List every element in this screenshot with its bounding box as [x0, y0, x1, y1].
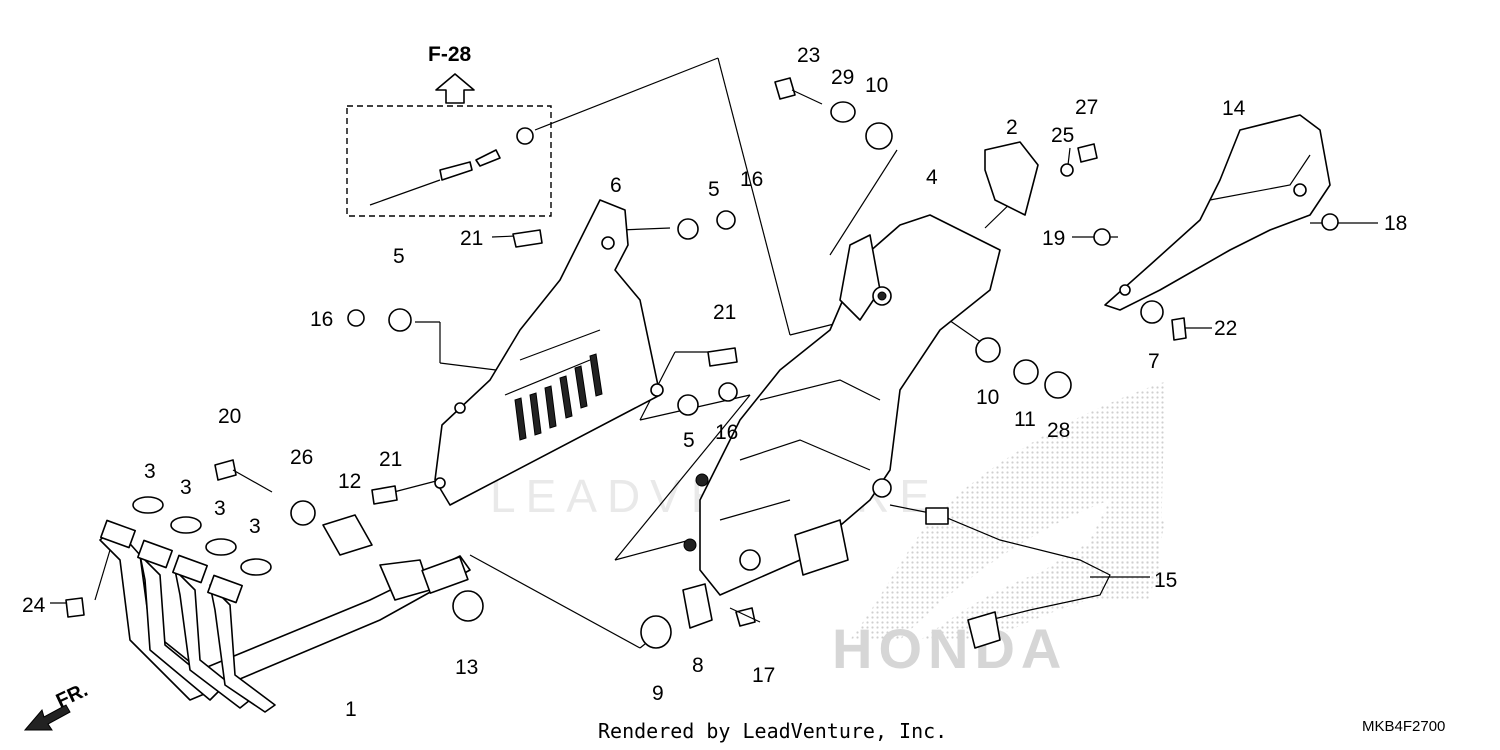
callout-2: 2	[1006, 116, 1018, 139]
callout-5: 5	[683, 429, 695, 452]
callout-22: 22	[1214, 317, 1237, 340]
callout-21: 21	[379, 448, 402, 471]
callout-16: 16	[310, 308, 333, 331]
muffler-part	[683, 214, 1001, 596]
callout-1: 1	[345, 698, 357, 721]
callout-5: 5	[708, 178, 720, 201]
callout-10: 10	[976, 386, 999, 409]
callout-16: 16	[740, 168, 763, 191]
hardware-parts	[65, 77, 1339, 649]
callout-19: 19	[1042, 227, 1065, 250]
callout-13: 13	[455, 656, 478, 679]
callout-16: 16	[715, 421, 738, 444]
throttle-cable-part	[369, 127, 534, 206]
callout-3: 3	[249, 515, 261, 538]
callout-10: 10	[865, 74, 888, 97]
credit-text: Rendered by LeadVenture, Inc.	[598, 719, 947, 743]
front-arrow-icon	[23, 704, 71, 731]
front-direction-label: FR.	[53, 679, 91, 713]
ref-dashed-box	[346, 105, 552, 217]
ref-arrow-icon	[435, 73, 475, 104]
callout-11: 11	[1014, 408, 1036, 431]
callout-29: 29	[831, 66, 854, 89]
callout-20: 20	[218, 405, 241, 428]
callout-14: 14	[1222, 97, 1246, 120]
callout-18: 18	[1384, 212, 1407, 235]
heat-shield-part	[434, 199, 664, 506]
callout-26: 26	[290, 446, 313, 469]
callout-12: 12	[338, 470, 361, 493]
callout-6: 6	[610, 174, 622, 197]
honda-text-watermark: HONDA	[832, 617, 1067, 680]
callout-8: 8	[692, 654, 704, 677]
honda-wing-watermark	[850, 380, 1170, 640]
callout-21: 21	[460, 227, 483, 250]
callout-21: 21	[713, 301, 736, 324]
callout-25: 25	[1051, 124, 1074, 147]
callout-9: 9	[652, 682, 664, 705]
callout-3: 3	[180, 476, 192, 499]
callout-3: 3	[214, 497, 226, 520]
diagram-code: MKB4F2700	[1362, 718, 1445, 735]
ref-code-label: F-28	[428, 43, 472, 66]
callout-17: 17	[752, 664, 775, 687]
callout-7: 7	[1148, 350, 1160, 373]
callout-5: 5	[393, 245, 405, 268]
exhaust-header-part	[99, 519, 471, 713]
callout-4: 4	[926, 166, 938, 189]
callout-28: 28	[1047, 419, 1070, 442]
callout-27: 27	[1075, 96, 1098, 119]
callout-labels: 1 2 3 3 3 3 4 5 5 5 6 7 8 9 10 10 11 12 …	[22, 44, 1407, 721]
muffler-cover-part	[1104, 114, 1331, 311]
callout-15: 15	[1154, 569, 1177, 592]
callout-23: 23	[797, 44, 820, 67]
callout-24: 24	[22, 594, 46, 617]
callout-3: 3	[144, 460, 156, 483]
